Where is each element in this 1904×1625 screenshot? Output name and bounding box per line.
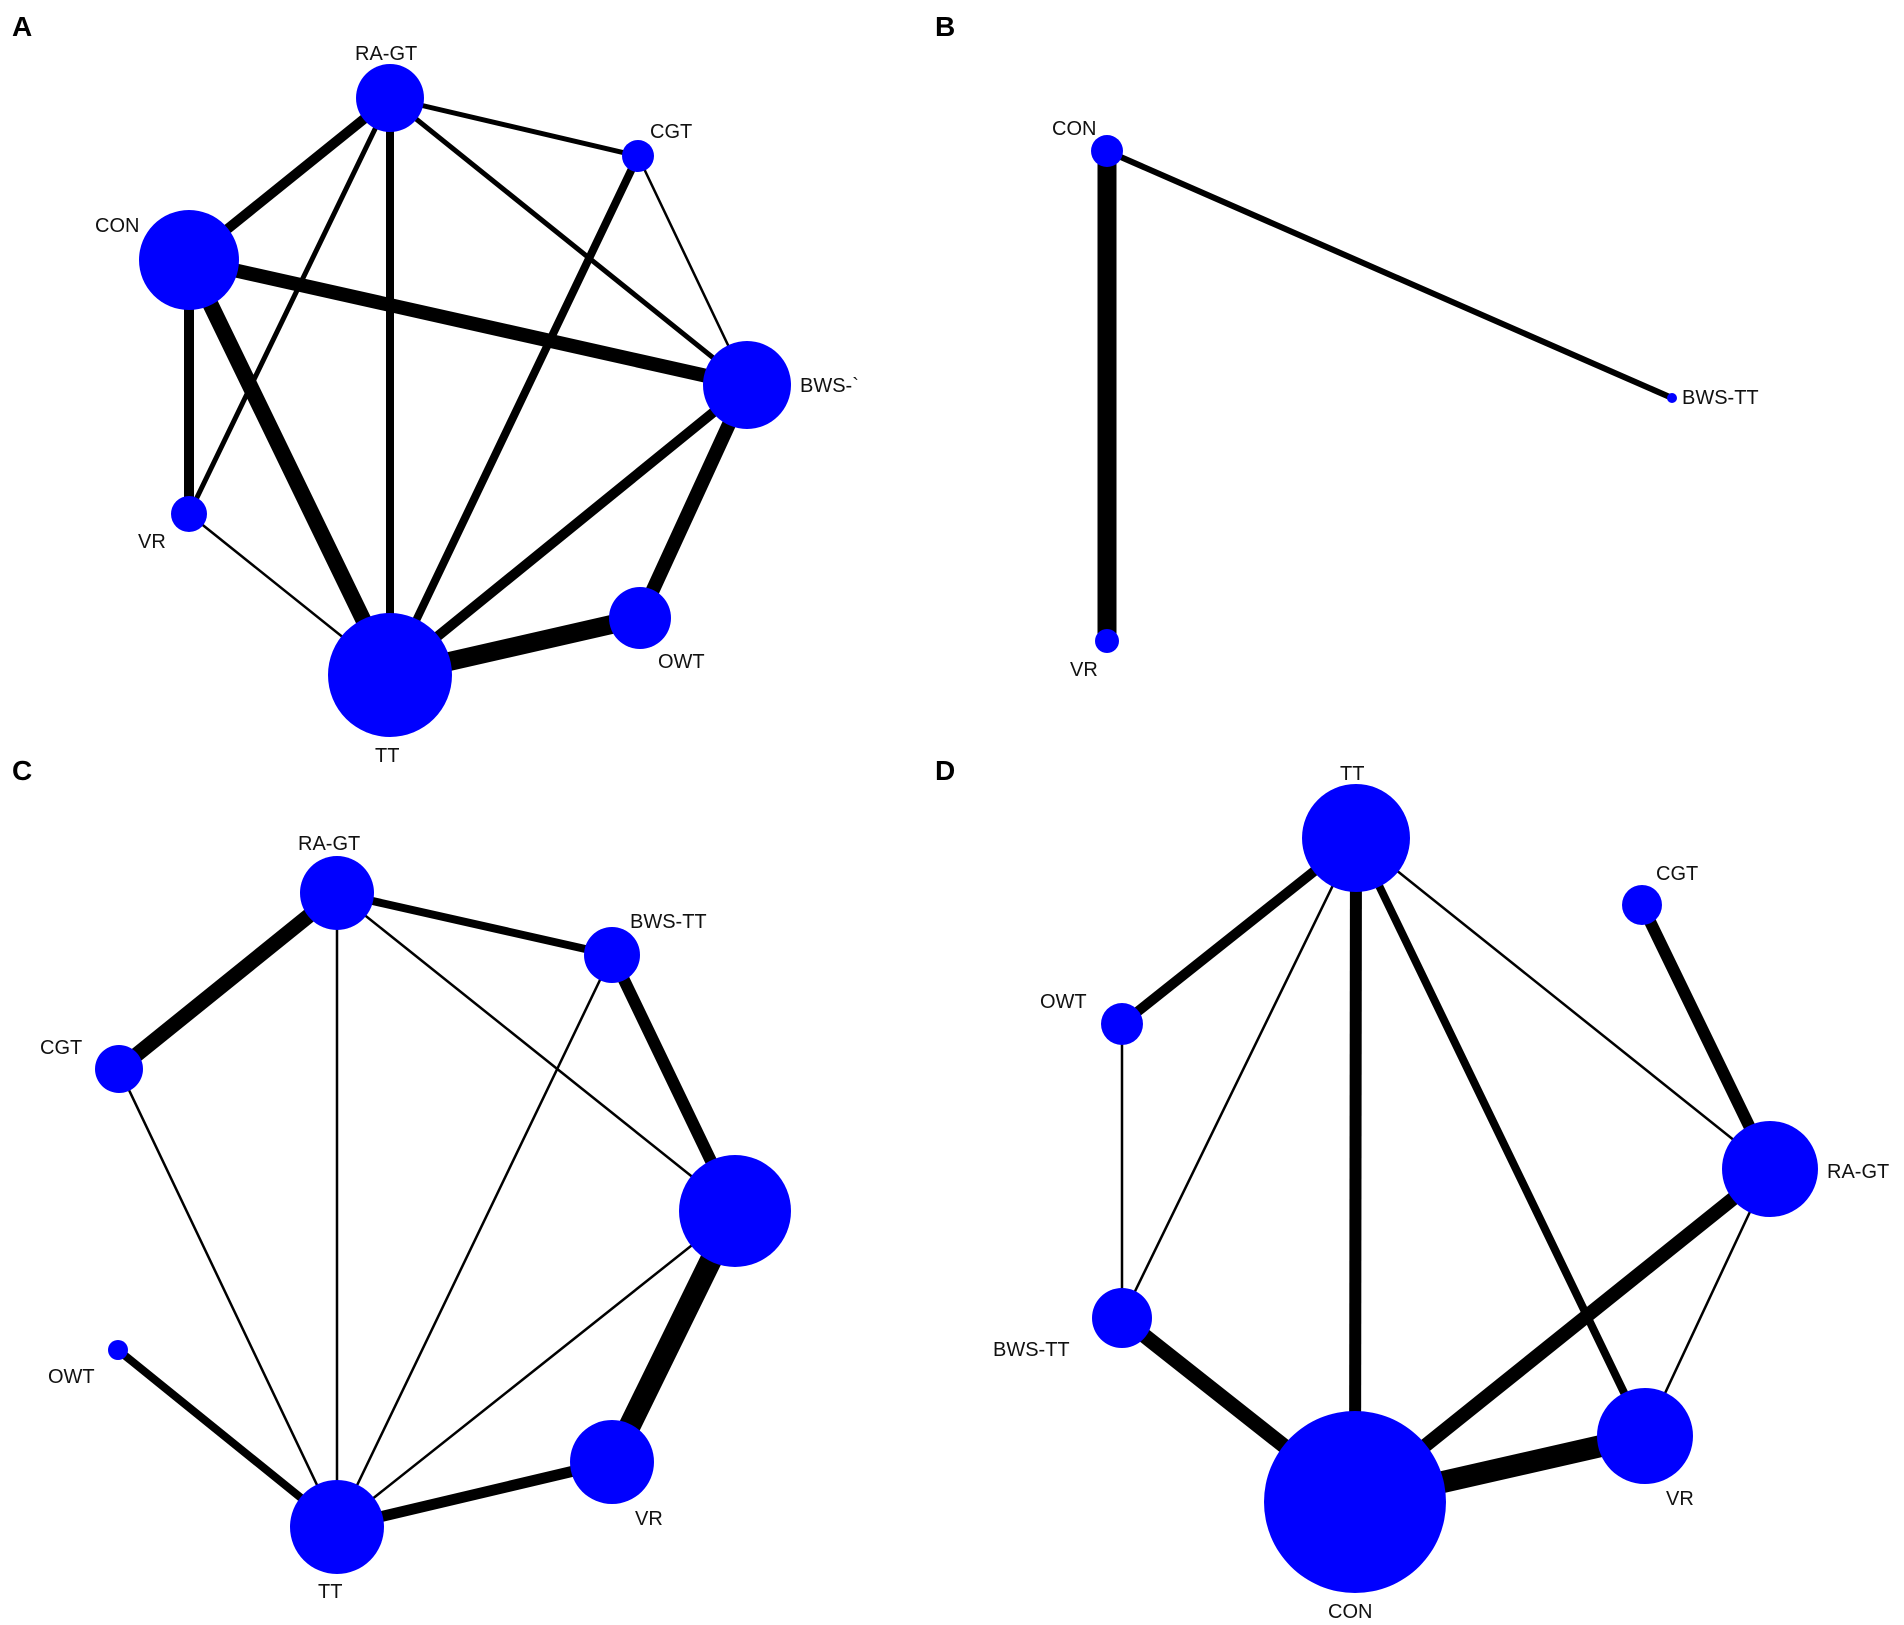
- labels-layer: RA-GT CGT CON BWS-` VR OWT TT CON VR BWS-TT RA-GT B…: [40, 43, 1889, 1623]
- edge-d-tt-con: [1349, 837, 1362, 1503]
- edge-a-cgt-tt: [386, 154, 642, 677]
- node-label-a-owt: OWT: [658, 651, 705, 673]
- node-label-a-bws: BWS-`: [800, 375, 859, 397]
- node-b-vr: [1095, 629, 1119, 653]
- edge-a-ra-gt-cgt: [389, 95, 639, 159]
- node-d-ra-gt: [1722, 1121, 1818, 1217]
- edge-a-con-tt: [181, 256, 398, 679]
- panel-label-c: C: [12, 755, 32, 786]
- node-d-con: [1264, 1411, 1446, 1593]
- node-label-b-con: CON: [1052, 118, 1096, 140]
- node-a-vr: [171, 496, 207, 532]
- node-label-d-ra-gt: RA-GT: [1827, 1161, 1889, 1183]
- node-b-bws-tt: [1667, 393, 1677, 403]
- node-c-con: [679, 1155, 791, 1267]
- edge-c-ra-gt-con: [336, 892, 736, 1212]
- node-label-c-vr: VR: [635, 1508, 663, 1530]
- edge-d-tt-bws-tt: [1120, 837, 1358, 1319]
- node-a-tt: [328, 613, 452, 737]
- node-d-owt: [1101, 1003, 1143, 1045]
- node-a-bws: [703, 341, 791, 429]
- node-label-d-owt: OWT: [1040, 991, 1087, 1013]
- edge-d-cgt-ra-gt: [1636, 902, 1776, 1172]
- node-d-cgt: [1622, 885, 1662, 925]
- edge-b-con-bws-tt: [1105, 148, 1674, 401]
- panel-label-b: B: [935, 11, 955, 42]
- panel-label-a: A: [12, 11, 32, 42]
- node-label-d-cgt: CGT: [1656, 863, 1698, 885]
- panel-label-d: D: [935, 755, 955, 786]
- node-label-c-owt: OWT: [48, 1366, 95, 1388]
- node-label-b-bws-tt: BWS-TT: [1682, 387, 1759, 409]
- node-label-a-vr: VR: [138, 531, 166, 553]
- node-c-owt: [108, 1340, 128, 1360]
- edge-a-ra-gt-vr: [186, 96, 393, 516]
- node-b-con: [1091, 135, 1123, 167]
- edge-c-cgt-tt: [117, 1068, 339, 1528]
- edge-c-tt-vr: [335, 1456, 614, 1533]
- node-c-tt: [290, 1480, 384, 1574]
- node-c-ra-gt: [300, 856, 374, 930]
- node-label-c-bws-tt: BWS-TT: [630, 911, 707, 933]
- node-label-a-ra-gt: RA-GT: [355, 43, 417, 65]
- node-label-d-bws-tt: BWS-TT: [993, 1339, 1070, 1361]
- node-d-tt: [1302, 784, 1410, 892]
- node-a-ra-gt: [356, 64, 424, 132]
- node-c-bws-tt: [584, 927, 640, 983]
- edge-a-bws-tt: [386, 381, 751, 679]
- node-label-a-cgt: CGT: [650, 121, 692, 143]
- edge-d-ra-gt-vr: [1643, 1168, 1772, 1437]
- node-d-vr: [1597, 1388, 1693, 1484]
- node-label-a-con: CON: [95, 215, 139, 237]
- edge-d-tt-vr: [1352, 836, 1649, 1438]
- node-label-c-ra-gt: RA-GT: [298, 833, 360, 855]
- node-label-d-tt: TT: [1340, 763, 1364, 785]
- node-label-d-vr: VR: [1666, 1488, 1694, 1510]
- edge-c-bws-tt-tt: [335, 954, 614, 1528]
- node-c-cgt: [95, 1045, 143, 1093]
- node-label-b-vr: VR: [1070, 659, 1098, 681]
- edge-c-ra-gt-bws-tt: [336, 889, 613, 959]
- node-label-d-con: CON: [1328, 1601, 1372, 1623]
- edge-c-con-tt: [336, 1210, 736, 1528]
- edge-a-con-bws: [187, 253, 749, 392]
- node-a-con: [139, 210, 239, 310]
- node-c-vr: [570, 1420, 654, 1504]
- node-label-a-tt: TT: [375, 745, 399, 767]
- edge-c-ra-gt-cgt: [114, 887, 342, 1075]
- node-a-cgt: [622, 140, 654, 172]
- nodes-layer: [95, 64, 1818, 1593]
- node-a-owt: [609, 587, 671, 649]
- node-label-c-tt: TT: [318, 1581, 342, 1603]
- edge-d-tt-ra-gt: [1355, 837, 1771, 1170]
- edge-a-ra-gt-bws: [388, 96, 749, 387]
- node-d-bws-tt: [1092, 1288, 1152, 1348]
- node-label-c-cgt: CGT: [40, 1037, 82, 1059]
